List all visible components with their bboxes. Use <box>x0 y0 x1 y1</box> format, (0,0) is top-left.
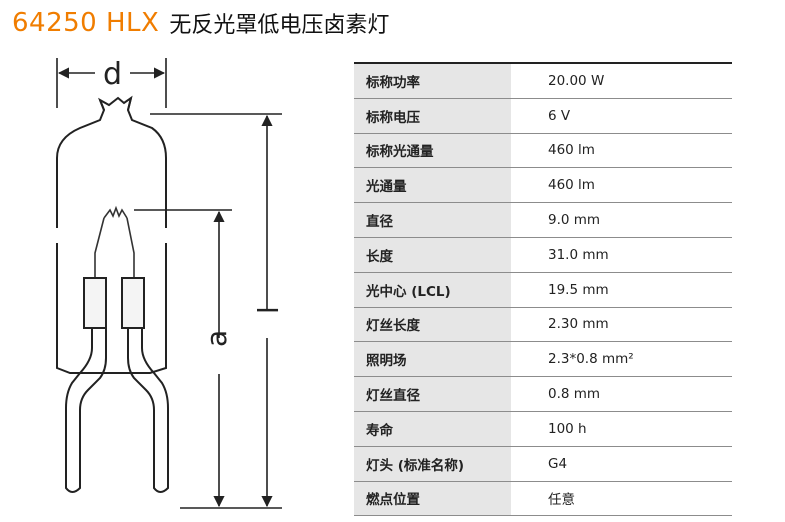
spec-label: 直径 <box>354 202 511 238</box>
spec-label: 灯丝长度 <box>354 307 511 343</box>
product-name: 无反光罩低电压卤素灯 <box>169 13 390 38</box>
spec-label: 光通量 <box>354 167 511 204</box>
spec-label: 标称光通量 <box>354 133 511 169</box>
table-row: 灯头 (标准名称)G4 <box>354 446 732 482</box>
spec-label: 标称电压 <box>354 98 511 134</box>
spec-value: 任意 <box>511 481 732 517</box>
lamp-outline <box>56 95 167 374</box>
table-row: 光中心 (LCL)19.5 mm <box>354 272 732 308</box>
pins <box>65 328 169 493</box>
page-title: 64250 HLX 无反光罩低电压卤素灯 <box>12 6 389 40</box>
spec-label: 光中心 (LCL) <box>354 272 511 308</box>
spec-value: 0.8 mm <box>511 376 732 412</box>
spec-label: 燃点位置 <box>354 481 511 517</box>
spec-value: G4 <box>511 446 732 482</box>
spec-value: 6 V <box>511 98 732 134</box>
spec-label: 照明场 <box>354 341 511 378</box>
spec-value: 100 h <box>511 411 732 447</box>
spec-value: 460 lm <box>511 167 732 204</box>
spec-value: 19.5 mm <box>511 272 732 308</box>
dimension-label-a: a <box>200 330 233 347</box>
spec-value: 31.0 mm <box>511 237 732 273</box>
spec-label: 长度 <box>354 237 511 273</box>
spec-label: 灯头 (标准名称) <box>354 446 511 482</box>
spec-value: 20.00 W <box>511 61 732 99</box>
spec-value: 2.3*0.8 mm² <box>511 341 732 378</box>
model-number: 64250 HLX <box>12 8 160 38</box>
dimension-label-d: d <box>103 57 122 92</box>
spec-value: 2.30 mm <box>511 307 732 343</box>
dimension-lines <box>56 58 282 509</box>
spec-label: 寿命 <box>354 411 511 447</box>
spec-value: 9.0 mm <box>511 202 732 238</box>
pin-holders <box>83 277 145 329</box>
table-row: 燃点位置任意 <box>354 481 732 517</box>
lamp-dimension-diagram: d a l <box>56 57 285 509</box>
spec-label: 灯丝直径 <box>354 376 511 412</box>
dimension-label-l: l <box>252 306 285 314</box>
spec-value: 460 lm <box>511 133 732 169</box>
spec-label: 标称功率 <box>354 61 511 99</box>
filament-and-leads <box>94 205 135 278</box>
